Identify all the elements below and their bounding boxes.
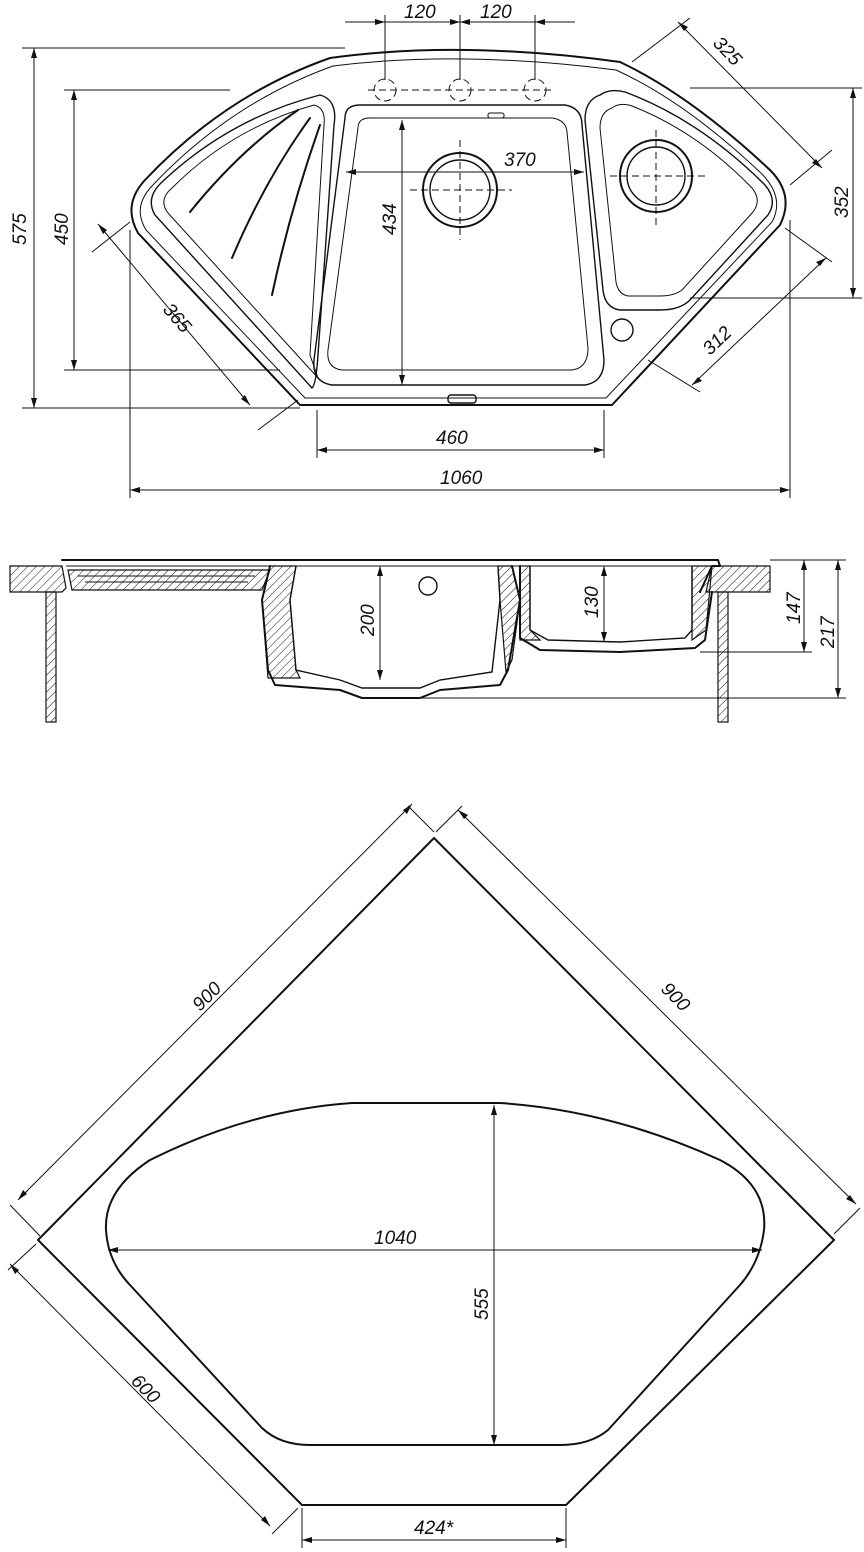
secondary-bowl-section: [519, 565, 713, 653]
faucet-holes: [368, 78, 552, 102]
countertop-right: [705, 565, 771, 593]
dim-lower-right-edge: 312: [647, 227, 833, 393]
cutout-outline: [104, 1102, 766, 1446]
dim-label: 434: [380, 203, 401, 235]
dim-label: 575: [10, 213, 31, 245]
dim-cutout-depth: 555: [472, 1105, 497, 1445]
dim-main-bowl-height: 200: [358, 566, 383, 680]
dim-small-bowl-height: 130: [582, 566, 607, 642]
dim-label: 900: [189, 978, 227, 1016]
overflow-hole: [610, 318, 634, 342]
dim-cabinet-right: 900: [435, 805, 861, 1235]
dim-hole-spacing: 120 120: [345, 2, 575, 80]
dim-small-total: 147: [700, 559, 812, 653]
secondary-bowl: [584, 89, 773, 311]
dim-label: 370: [504, 150, 536, 171]
dim-label: 200: [358, 604, 379, 637]
dim-label: 352: [832, 186, 853, 218]
main-drain: [410, 140, 512, 240]
dim-label: 217: [818, 615, 839, 649]
drainboard: [150, 94, 336, 389]
countertop-left: [9, 565, 67, 593]
dim-overall-depth: 575: [10, 47, 345, 409]
dim-label: 450: [52, 213, 73, 245]
dim-right-edge: 325: [631, 17, 833, 186]
dim-label: 1040: [374, 1228, 417, 1249]
dim-front-width-cutout: 424*: [301, 1508, 567, 1548]
drain-groove: [231, 117, 311, 259]
top-view: 120 120 325 370 434: [10, 2, 862, 498]
dim-label: 325: [708, 33, 745, 71]
dim-cabinet-left: 900: [9, 803, 435, 1237]
sink-outline: [130, 48, 787, 406]
secondary-drain: [610, 130, 705, 225]
dim-bowl-width: 370: [346, 150, 584, 175]
dim-front-width: 460: [316, 410, 605, 458]
cabinet-outline: [37, 837, 835, 1506]
dim-label: 424*: [414, 1518, 454, 1539]
dim-right-bowl-depth: 352: [690, 87, 862, 299]
dim-label: 900: [656, 979, 694, 1017]
drain-groove: [271, 124, 321, 296]
overflow-slot: [447, 394, 477, 404]
dim-label: 555: [472, 1288, 493, 1320]
dim-label: 365: [158, 300, 195, 338]
dim-label: 1060: [440, 468, 483, 489]
cabinet-wall-right: [717, 591, 729, 723]
dim-cabinet-front-diag: 600: [7, 1243, 299, 1535]
dim-cutout-width: 1040: [108, 1228, 762, 1253]
cutout-view: 900 900 1040 555: [7, 803, 861, 1548]
cabinet-wall-left: [45, 591, 57, 723]
dim-label: 312: [699, 322, 737, 359]
dim-overall-height: 217: [420, 559, 846, 699]
drain-groove: [189, 109, 299, 213]
dim-label: 130: [582, 586, 603, 618]
dim-inner-depth: 450: [52, 89, 280, 371]
dim-label: 120: [404, 2, 436, 23]
dim-label: 120: [480, 2, 512, 23]
side-view: 200 130 147 217: [9, 559, 846, 723]
dim-bowl-depth: 434: [380, 120, 405, 385]
dim-left-edge: 365: [91, 221, 299, 431]
dim-overall-width: 1060: [129, 220, 791, 498]
dim-label: 460: [436, 428, 468, 449]
dim-label: 147: [784, 591, 805, 624]
main-bowl: [313, 104, 605, 386]
dim-label: 600: [126, 1371, 164, 1409]
